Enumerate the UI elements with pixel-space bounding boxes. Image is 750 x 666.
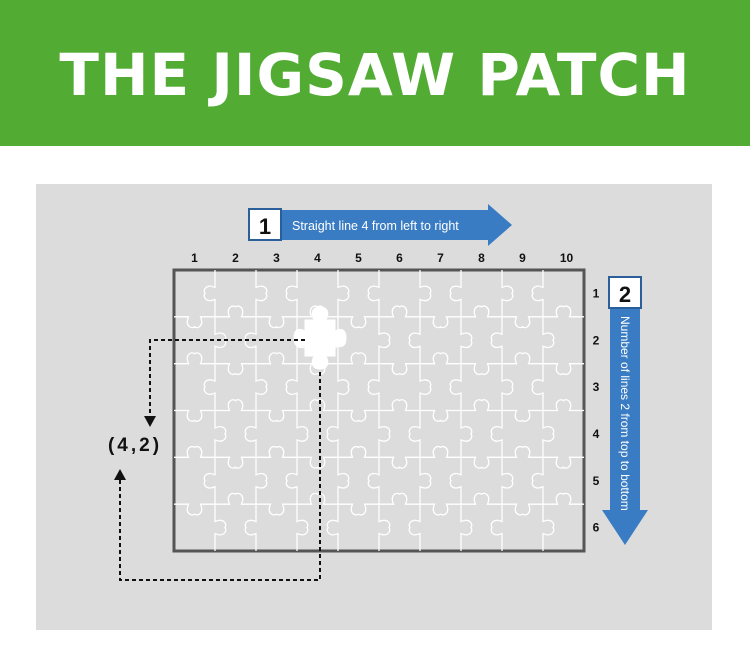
row-label: 3 (593, 380, 600, 394)
column-label: 8 (478, 251, 485, 265)
title-banner: THE JIGSAW PATCH (0, 0, 750, 146)
piece-edge (174, 352, 584, 376)
step1-number: 1 (259, 214, 271, 239)
row-labels: 1 2 3 4 5 6 (593, 286, 600, 534)
dashed-guide-bottom (119, 372, 321, 581)
piece-edge (174, 305, 584, 329)
step2-text: Number of lines 2 from top to bottom (618, 316, 632, 511)
column-label: 9 (519, 251, 526, 265)
row-label: 4 (593, 427, 600, 441)
step1-text: Straight line 4 from left to right (292, 219, 459, 233)
row-label: 5 (593, 474, 600, 488)
column-label: 5 (355, 251, 362, 265)
dashed-guide-bottom-arrowhead (114, 469, 126, 480)
row-label: 2 (593, 333, 600, 347)
row-label: 6 (593, 521, 600, 535)
page-title: THE JIGSAW PATCH (59, 41, 691, 109)
piece-edge (174, 445, 584, 469)
step2-arrow (602, 278, 648, 545)
piece-edge (174, 399, 584, 422)
coordinate-label: (4,2) (108, 435, 162, 456)
column-label: 4 (314, 251, 321, 265)
step2-badge (608, 276, 642, 309)
column-label: 2 (232, 251, 239, 265)
piece-edge (174, 492, 584, 516)
row-label: 1 (593, 286, 600, 300)
column-label: 6 (396, 251, 403, 265)
column-label: 7 (437, 251, 444, 265)
step1-badge (248, 208, 282, 241)
step1-arrow (248, 204, 512, 246)
dashed-guide-top (149, 339, 305, 418)
column-labels: 1 2 3 4 5 6 7 8 9 10 (191, 251, 573, 265)
dashed-guide-top-arrowhead (144, 416, 156, 427)
column-label: 1 (191, 251, 198, 265)
step2-number: 2 (619, 282, 631, 307)
column-label: 3 (273, 251, 280, 265)
puzzle-piece-lines (174, 270, 584, 551)
column-label: 10 (560, 251, 574, 265)
missing-piece (293, 306, 347, 370)
